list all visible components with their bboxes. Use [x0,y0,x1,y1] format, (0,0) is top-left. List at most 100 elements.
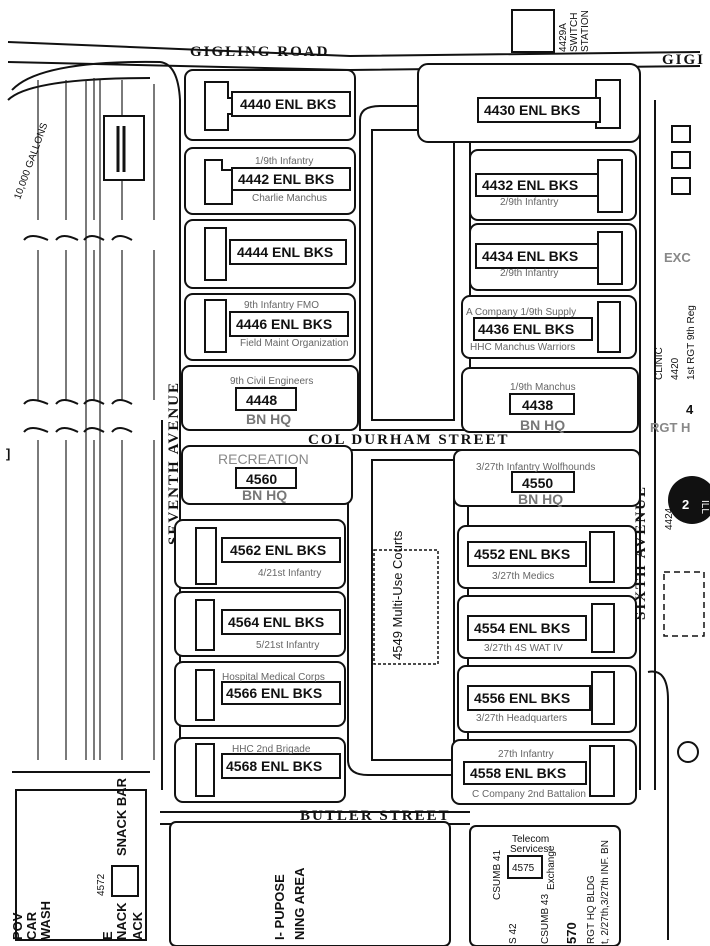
exchange-label: Exchange [546,845,557,890]
bldg-4558-unit-bottom: C Company 2nd Battalion [472,789,586,800]
bldg-4432-unit-bottom: 2/9th Infantry [500,197,558,208]
gigling-road-edge-top [7,41,701,58]
bldg-4440-label: 4440 ENL BKS [240,96,336,112]
multi-purpose-label: I- PUPOSE [272,874,287,940]
rgt-label: RGT H [650,420,690,435]
bldg-4552-unit-bottom: 3/27th Medics [492,571,554,582]
seventh-avenue-label: SEVENTH AVENUE [166,381,182,545]
bottom-nack-label: NACK [114,902,129,940]
bldg-4436-unit-top: A Company 1/9th Supply [466,307,576,318]
right-footprints [589,79,623,797]
parking-loop [11,60,181,790]
bldg-4556-unit-bottom: 3/27th Headquarters [476,713,567,724]
wash-label: WASH [38,901,53,940]
courts-label: 4549 Multi-Use Courts [390,530,405,660]
bldg-4575-label: 4575 [512,863,535,874]
bldg-4444-label: 4444 ENL BKS [237,244,333,260]
bldg-4552-label: 4552 ENL BKS [474,546,570,562]
right-label-boxes [463,97,601,785]
mall-north-inner [371,129,455,421]
bldg-4434-label: 4434 ENL BKS [482,248,578,264]
bldg-4562-label: 4562 ENL BKS [230,542,326,558]
switch-station-building [511,9,555,53]
switch-label-3: STATION [580,10,591,52]
left-footprints [195,81,241,797]
exc-label: EXC [664,250,691,265]
bldg-4448-unit-top: 9th Civil Engineers [230,376,313,387]
bldg-4442-label: 4442 ENL BKS [238,171,334,187]
clinic-number: 4420 [670,357,681,380]
bldg-4564-label: 4564 ENL BKS [228,614,324,630]
switch-label-1: 4429A [558,23,569,52]
dark-circle-two: 2 [682,497,689,512]
rgt-inf-label: t, 2/27th,3/27th INF. BN [600,840,611,944]
clinic-label: CLINIC [654,347,665,380]
bldg-570-label: 570 [564,922,579,944]
courts-outline [373,549,439,665]
bldg-4436-label: 4436 ENL BKS [478,321,574,337]
bldg-4438-bn-hq: BN HQ [520,417,565,433]
bldg-4568-label: 4568 ENL BKS [226,758,322,774]
bottom-e-label: E [100,931,115,940]
bldg-4562-unit-bottom: 4/21st Infantry [258,568,321,579]
pov-label: POV [10,912,25,940]
services-label: Services [510,844,548,855]
bldg-4550-label: 4550 [522,475,553,491]
csumb41-label: CSUMB 41 [492,850,503,900]
snack-label: SNACK BAR [114,777,129,856]
right-curve-road [647,670,669,940]
csumb43-label: CSUMB 43 [540,894,551,944]
right-edge-shapes [671,125,691,195]
switch-label-2: SWITCH [569,13,580,52]
bldg-4550-bn-hq: BN HQ [518,491,563,507]
bldg-4566-unit-top: Hospital Medical Corps [222,672,325,683]
bldg-4564-unit-bottom: 5/21st Infantry [256,640,319,651]
training-area [169,821,451,946]
bldg-4442-unit-top: 1/9th Infantry [255,156,313,167]
bldg-4442-unit-bottom: Charlie Manchus [252,193,327,204]
bldg-4554-label: 4554 ENL BKS [474,620,570,636]
bldg-4448-bn-hq: BN HQ [246,411,291,427]
bldg-4430-label: 4430 ENL BKS [484,102,580,118]
bldg-4554-unit-bottom: 3/27th 4S WAT IV [484,643,563,654]
right-four-label: 4 [686,402,694,417]
rgt-hq-bldg-label: RGT HQ BLDG [586,875,597,944]
gigling-road-label: GIGLING ROAD [190,44,329,60]
parking-inner-loop [7,77,151,101]
bldg-4438-label: 4438 [522,397,553,413]
bldg-4446-label: 4446 ENL BKS [236,316,332,332]
training-area-label: NING AREA [292,867,307,940]
col-durham-label: COL DURHAM STREET [308,432,510,448]
bldg-4550-unit-top: 3/27th Infantry Wolfhounds [476,462,595,473]
bldg-4560-label: 4560 [246,471,277,487]
bldg-4436-unit-bottom: HHC Manchus Warriors [470,342,575,353]
bldg-4424-label: 4424 [664,507,675,530]
bldg-4572-footprint [111,865,139,897]
bldg-4432-label: 4432 ENL BKS [482,177,578,193]
bottom-ack-label: ACK [130,911,145,940]
left-label-boxes [221,91,351,779]
bldg-4556-label: 4556 ENL BKS [474,690,570,706]
bldg-4572-label: 4572 [96,873,107,896]
telecom-label: Telecom [512,834,549,845]
car-label: CAR [24,911,39,940]
bldg-4575-footprint [507,855,543,879]
bldg-4434-unit-bottom: 2/9th Infantry [500,268,558,279]
dark-circle-marker [668,476,710,524]
gallons-label: 10,000 GALLONS [12,121,50,201]
right-circle-marker [677,741,699,763]
bldg-4566-label: 4566 ENL BKS [226,685,322,701]
bldg-4446-unit-top: 9th Infantry FMO [244,300,319,311]
dashed-lot [663,571,705,637]
bldg-4560-bn-hq: BN HQ [242,487,287,503]
s42-label: S 42 [508,923,519,944]
bldg-4438-unit-top: 1/9th Manchus [510,382,576,393]
first-rgt-label: 1st RGT 9th Reg [686,305,697,380]
bldg-4568-unit-top: HHC 2nd Brigade [232,744,311,755]
bldg-4558-unit-top: 27th Infantry [498,749,554,760]
parking-stalls [12,78,155,773]
gigling-road-label-cut: GIGI [662,52,705,68]
bldg-4448-label: 4448 [246,392,277,408]
left-bracket-mark: ] [6,446,10,461]
